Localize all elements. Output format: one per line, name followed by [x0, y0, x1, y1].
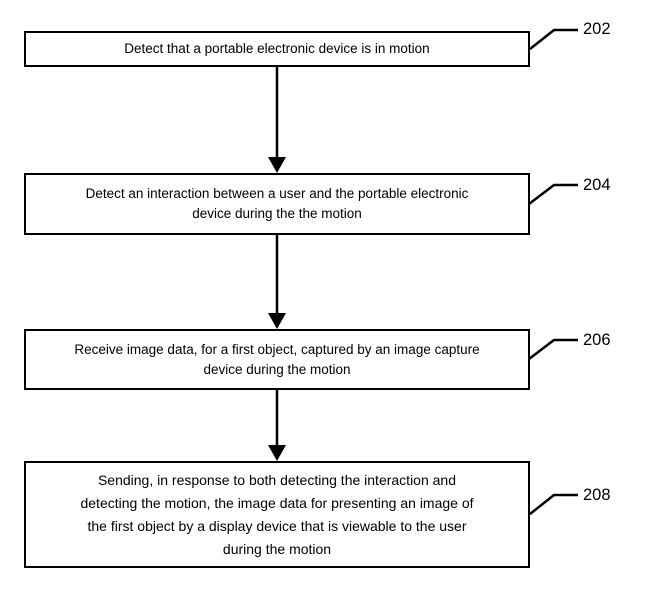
leader-line-204 — [528, 183, 578, 205]
step-label-202: Detect that a portable electronic device… — [124, 41, 430, 56]
arrow-down-icon — [268, 157, 286, 173]
reference-numeral-204: 204 — [583, 176, 611, 194]
step-box-204: Detect an interaction between a user and… — [24, 173, 530, 235]
step-label-204: Detect an interaction between a user and… — [85, 186, 469, 221]
reference-numeral-202: 202 — [583, 20, 611, 38]
reference-numeral-208: 208 — [583, 486, 611, 504]
leader-line-202 — [529, 28, 578, 50]
step-label-206: Receive image data, for a first object, … — [74, 341, 480, 377]
step-label-208: Sending, in response to both detecting t… — [80, 471, 474, 557]
reference-numeral-206: 206 — [583, 331, 611, 349]
arrow-down-icon — [268, 313, 286, 329]
step-box-202: Detect that a portable electronic device… — [24, 31, 530, 67]
leader-line-206 — [528, 338, 578, 360]
leader-line-208 — [529, 493, 578, 515]
step-box-208: Sending, in response to both detecting t… — [24, 461, 530, 568]
arrow-down-icon — [268, 445, 286, 461]
step-box-206: Receive image data, for a first object, … — [24, 329, 530, 390]
